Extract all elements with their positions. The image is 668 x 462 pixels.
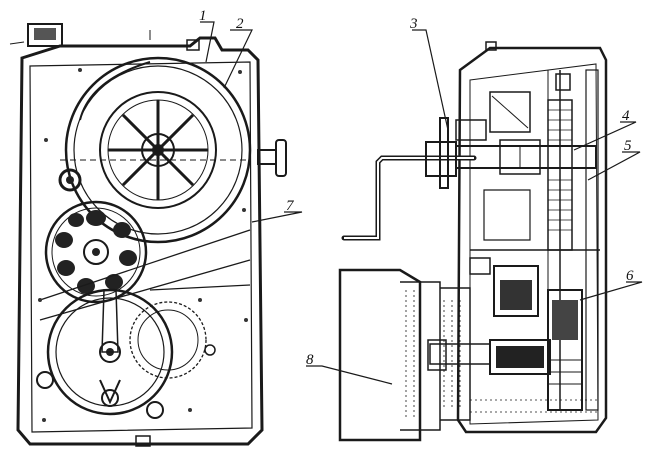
front-view	[9, 23, 287, 447]
leader-1	[200, 21, 215, 63]
leader-2	[223, 29, 253, 89]
leader-6	[579, 281, 643, 301]
leader-3	[412, 29, 449, 131]
main-shaft	[455, 99, 597, 251]
callout-2: 2	[236, 16, 244, 32]
leader-7	[251, 211, 303, 223]
callout-8: 8	[306, 352, 314, 368]
side-view	[338, 41, 608, 442]
small-knob	[58, 168, 82, 192]
leader-5	[587, 151, 641, 181]
upper-mechanism	[455, 73, 571, 141]
callout-1: 1	[199, 8, 207, 24]
large-gear-wheel	[64, 56, 252, 244]
top-bracket	[9, 23, 63, 47]
callout-3: 3	[409, 16, 418, 32]
crank-handle	[341, 117, 477, 241]
callout-5: 5	[624, 138, 632, 154]
side-knob	[257, 139, 287, 177]
side-casing	[456, 46, 608, 434]
callout-labels: 1 2 3 4 5 6 7 8	[199, 8, 634, 368]
middle-gear-block	[469, 257, 539, 317]
lower-mechanism	[429, 289, 583, 411]
callout-6: 6	[626, 268, 634, 284]
lower-left-pulley	[36, 371, 54, 389]
bottom-pulley	[146, 401, 164, 419]
callout-7: 7	[286, 198, 295, 214]
callout-4: 4	[622, 108, 630, 124]
leader-8	[306, 365, 393, 385]
top-screw	[186, 39, 200, 51]
leader-lines	[200, 21, 643, 385]
leader-4	[573, 121, 637, 151]
housing-outline	[16, 36, 264, 446]
lens-housing	[338, 268, 471, 442]
housing-inner	[29, 61, 253, 433]
lower-drum	[46, 288, 174, 416]
turret-disc	[44, 200, 148, 304]
shutter-disc	[129, 301, 207, 379]
